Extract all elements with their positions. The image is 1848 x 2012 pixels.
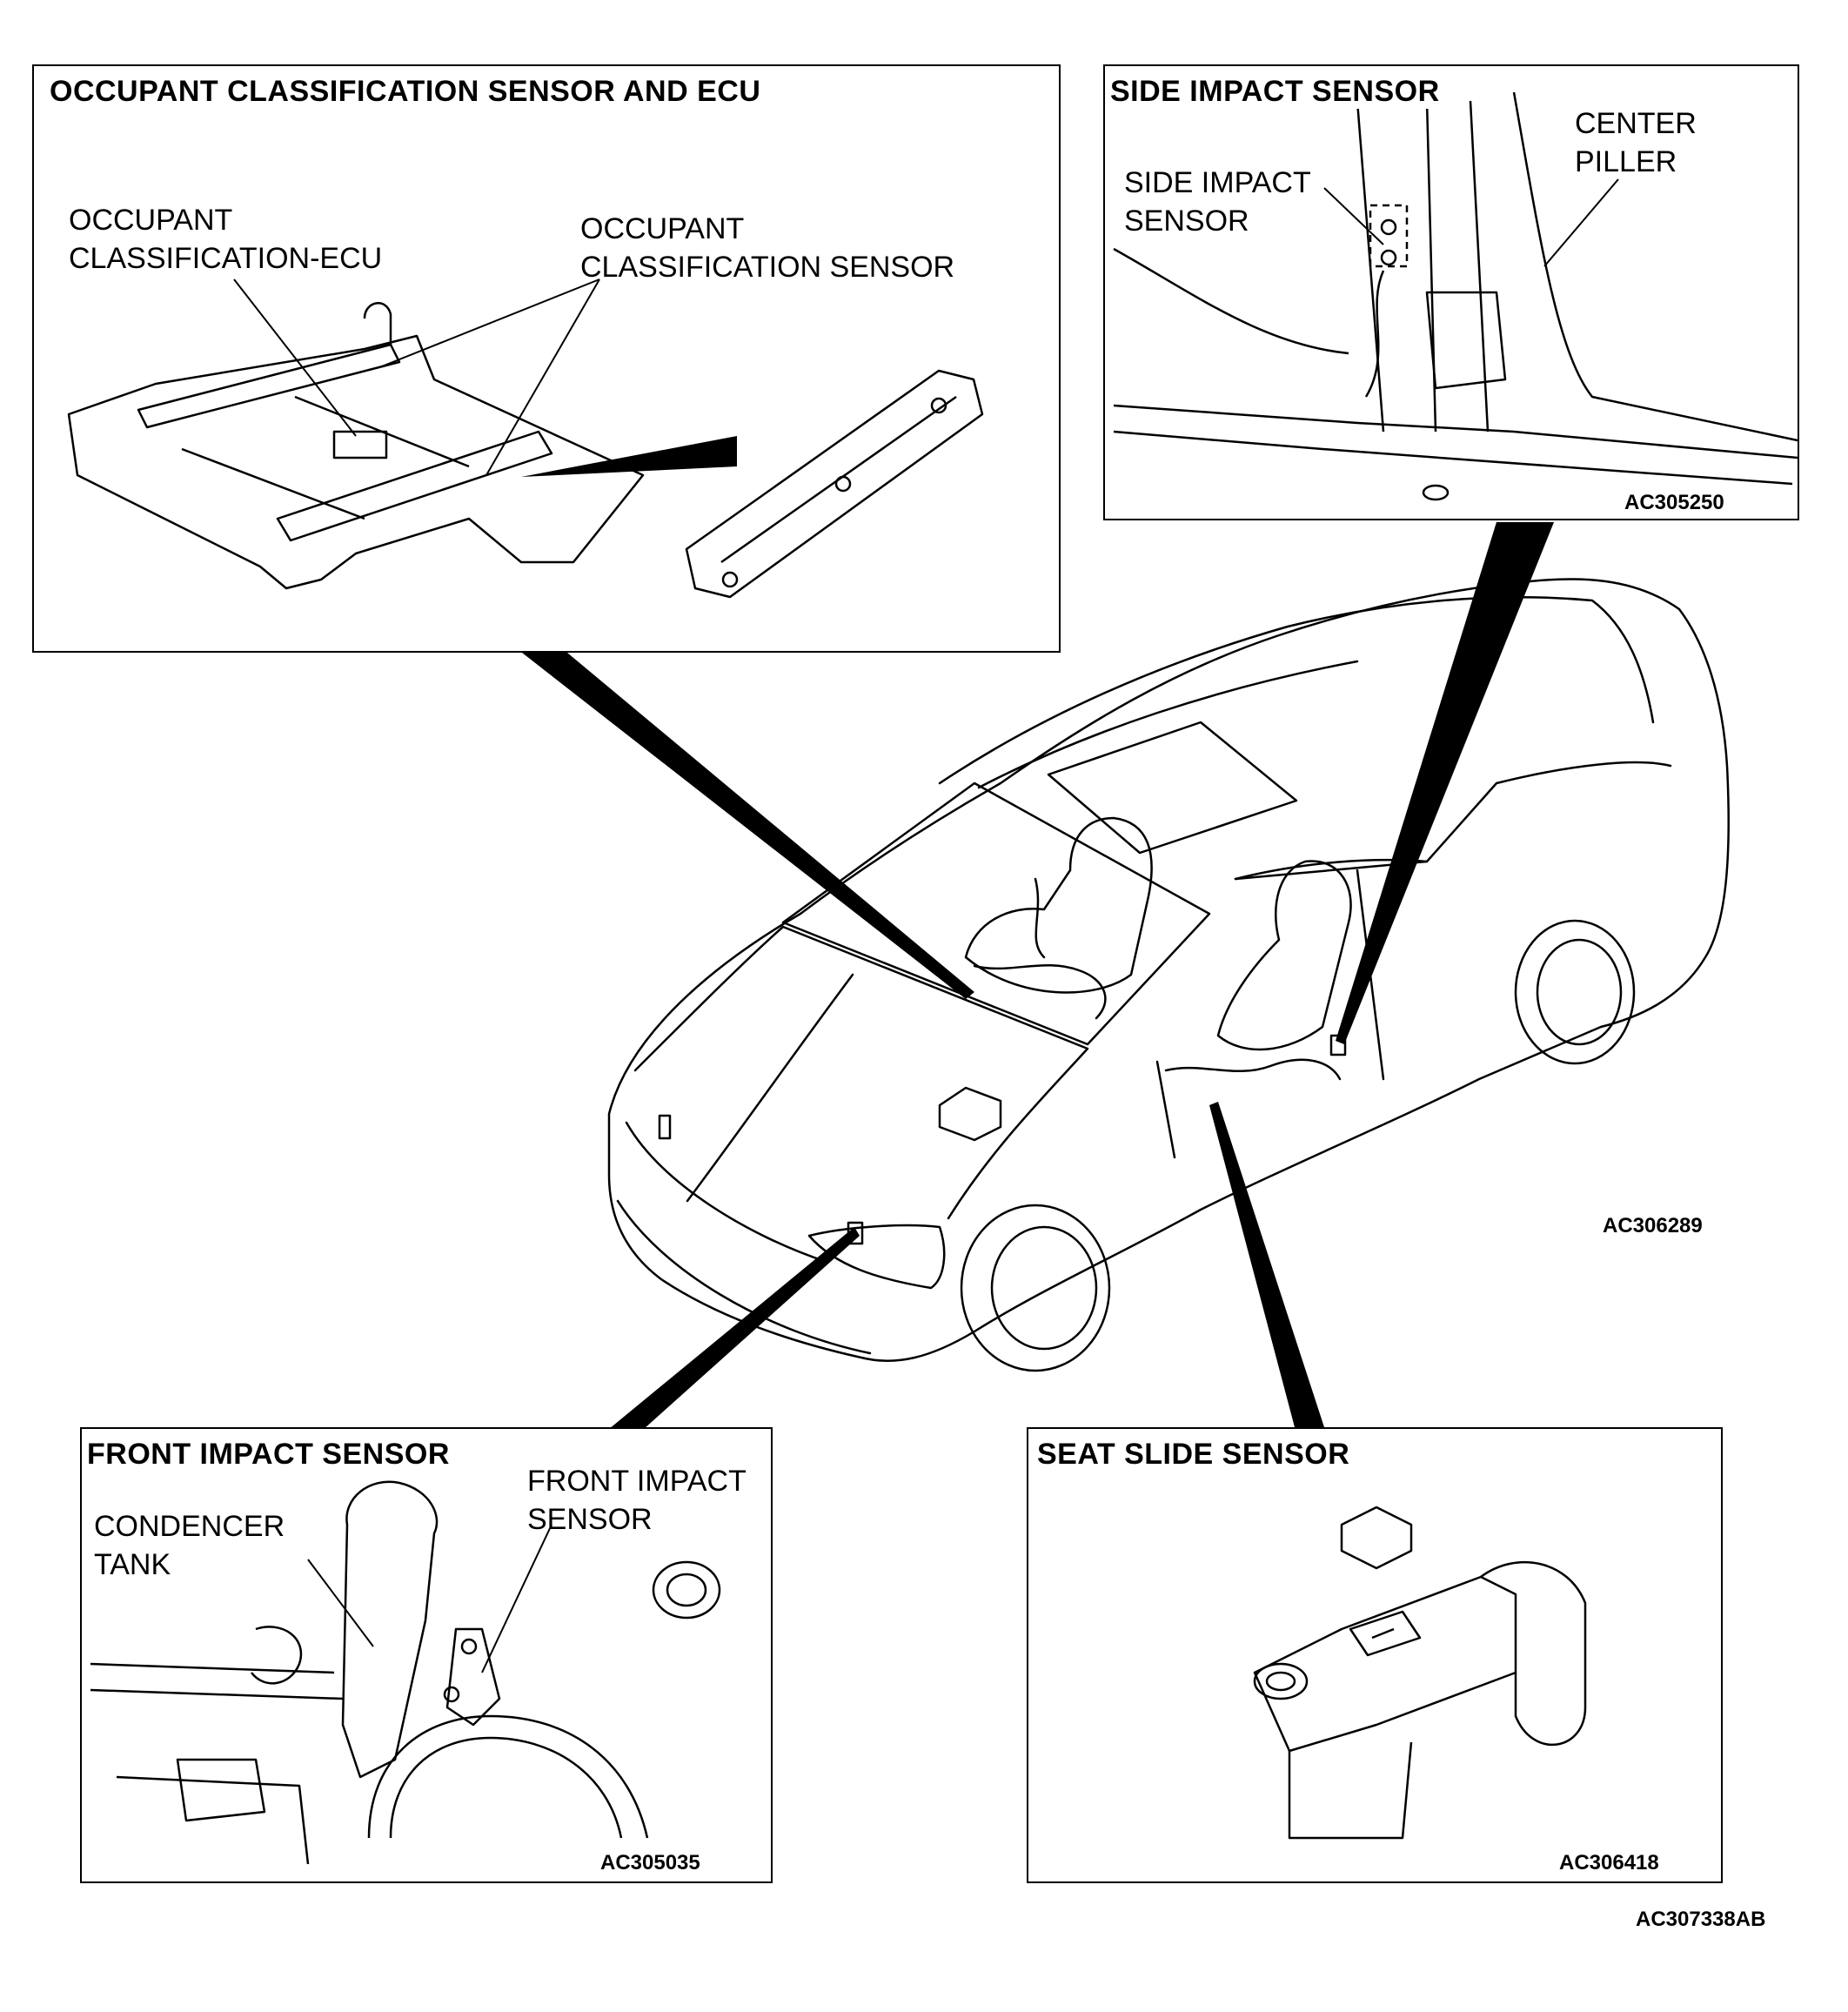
occupant-panel-title: OCCUPANT CLASSIFICATION SENSOR AND ECU [50,75,761,109]
front-sensor-bolt-2 [443,1686,460,1703]
sensor-mount-hole [1253,1662,1309,1700]
hose-connector [251,1626,303,1685]
body-panel [90,1662,344,1865]
side-window [1234,761,1672,881]
seat-panel-title: SEAT SLIDE SENSOR [1037,1438,1350,1472]
leader-ecu [233,278,357,437]
wiring-harness [973,877,1342,1081]
seat-panel-code: AC306418 [1559,1851,1659,1875]
leader-center-pillar [1543,178,1619,267]
side-panel-code: AC305250 [1624,491,1724,514]
center-pillar-label: CENTER PILLER [1575,107,1697,178]
grommet [1422,484,1450,501]
leader-condenser [307,1559,374,1647]
front-sensor-label: FRONT IMPACT SENSOR [527,1465,747,1536]
car-body [607,578,1730,1362]
center-pillar-edge [1512,91,1798,442]
sill [1113,404,1798,459]
grille [625,1121,828,1264]
sensor-connector [1340,1506,1413,1570]
hood-crease [686,973,854,1203]
occupant-sensor-label: OCCUPANT CLASSIFICATION SENSOR [580,212,955,284]
hood [633,925,1089,1220]
side-sensor-marker [1329,1034,1347,1056]
seat-rail-lower [276,430,553,542]
car-roof-rail [977,660,1359,789]
seat-rail-upper [137,343,401,429]
bolt-1 [930,397,947,414]
rear-wheel [1514,919,1636,1065]
ecu-box [332,430,388,459]
condenser-tank-label: CONDENCER TANK [94,1510,285,1581]
radiator-hose-inner [389,1736,623,1839]
leader-side [1336,522,1554,1044]
occupant-classification-panel: OCCUPANT CLASSIFICATION SENSOR AND ECU O… [32,64,1061,653]
bumper [616,1199,872,1355]
windshield [781,781,1211,1046]
ecu-label: OCCUPANT CLASSIFICATION-ECU [69,204,383,275]
side-sensor-bolt-2 [1380,249,1397,266]
seat-crossbar [181,395,470,520]
ring-grommet-inner [666,1573,707,1607]
hood-latch [658,1114,672,1140]
sensor-harness [1364,270,1385,398]
pillar-illustration [1113,91,1798,501]
srs-ecu [938,1086,1002,1142]
seatbelt-retractor [1425,291,1507,390]
sensor-lower [1288,1741,1413,1840]
leader-seat [1209,1102,1324,1427]
sensor-hook [1480,1560,1587,1747]
front-sensor-bolt [460,1638,478,1655]
sensor-grid [1349,1610,1422,1657]
sill-lower [1113,430,1793,486]
leader-sensor-b [485,278,600,476]
bolt-2 [721,571,739,588]
seat-slide-sensor-illustration [1253,1506,1587,1840]
figure-code: AC307338AB [1636,1908,1766,1931]
leader-front-sensor [481,1524,552,1673]
seat-bracket [363,302,392,345]
side-sensor-dashed [1369,204,1409,268]
rear-wheel-inner [1536,938,1623,1046]
side-panel-title: SIDE IMPACT SENSOR [1110,75,1440,109]
car-roof [938,596,1655,785]
leader-occupant [522,653,974,999]
front-sensor-marker [847,1221,864,1245]
front-wheel-inner [990,1225,1098,1351]
side-impact-panel: SIDE IMPACT SENSOR SIDE IMPACT SENSOR CE… [1103,64,1799,520]
slide-mechanism [685,369,984,599]
front-sensor-bracket [445,1627,501,1727]
ring-grommet [652,1560,721,1620]
sensor-mount-hole-inner [1265,1671,1296,1692]
leader-sensor-a [381,278,600,367]
door-line [1155,858,1429,1159]
radiator-hose [367,1714,649,1839]
front-wheel [960,1204,1111,1372]
front-panel-title: FRONT IMPACT SENSOR [87,1438,450,1472]
headlight [807,1224,946,1290]
seat-slide-panel: SEAT SLIDE SENSOR AC306418 [1027,1427,1723,1883]
seat-frame-illustration [67,278,984,599]
passenger-seat [1216,860,1352,1051]
sensor-body [1253,1575,1517,1753]
seat-frame [67,334,645,590]
leader-front [609,1227,860,1429]
condenser-tank [341,1480,439,1779]
leader-side-sensor [1323,187,1384,245]
driver-seat [964,816,1153,994]
side-sensor-label: SIDE IMPACT SENSOR [1124,166,1311,238]
engine-bay-illustration [90,1480,721,1865]
door-opening [1113,247,1349,355]
sunroof [1047,721,1298,855]
main-view-code: AC306289 [1603,1214,1703,1237]
front-panel-code: AC305035 [600,1851,700,1875]
bolt-3 [834,475,852,493]
side-sensor-bolt-1 [1380,218,1397,236]
occupant-wedge [521,436,737,477]
bracket-left [176,1758,266,1822]
front-impact-panel: FRONT IMPACT SENSOR CONDENCER TANK FRONT… [80,1427,773,1883]
